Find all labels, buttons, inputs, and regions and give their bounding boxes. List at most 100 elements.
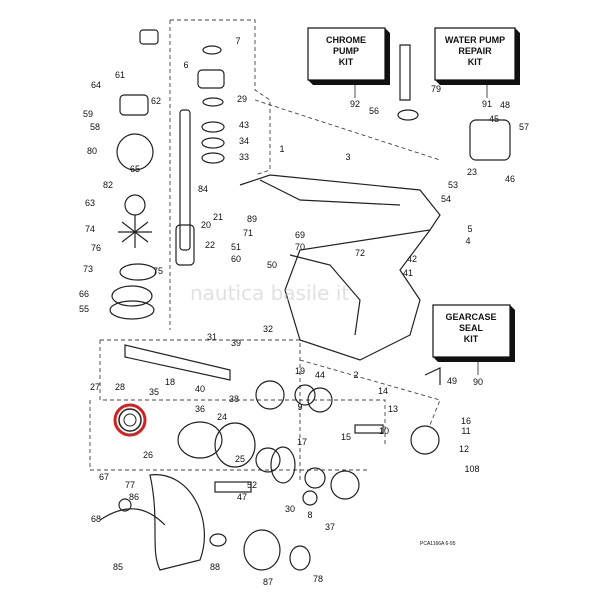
- callout-21: 21: [213, 212, 223, 222]
- callout-36: 36: [195, 404, 205, 414]
- callout-2: 2: [353, 370, 358, 380]
- callout-75: 75: [153, 266, 163, 276]
- watermark-text: nautica basile it: [190, 281, 349, 305]
- callout-62: 62: [151, 96, 161, 106]
- chrome-pump-kit-box[interactable]: CHROME PUMP KIT: [307, 27, 390, 85]
- callout-45: 45: [489, 114, 499, 124]
- callout-84: 84: [198, 184, 208, 194]
- water-pump-line3: KIT: [468, 57, 483, 67]
- bearing-carrier[interactable]: [177, 421, 296, 484]
- gearcase-seal-line2: SEAL: [459, 323, 484, 333]
- callout-49: 49: [447, 376, 457, 386]
- prop-shaft-assembly[interactable]: [124, 344, 333, 413]
- callout-16: 16: [461, 416, 471, 426]
- callout-87: 87: [263, 577, 273, 587]
- callout-13: 13: [388, 404, 398, 414]
- chrome-pump-line1: CHROME: [326, 35, 366, 45]
- callout-63: 63: [85, 198, 95, 208]
- callout-108: 108: [464, 464, 479, 474]
- water-pump-stack[interactable]: [109, 94, 157, 320]
- callout-67: 67: [99, 472, 109, 482]
- callout-46: 46: [505, 174, 515, 184]
- chrome-pump-kit-number: 92: [350, 99, 360, 109]
- gearcase-seal-line3: KIT: [464, 334, 479, 344]
- callout-73: 73: [83, 264, 93, 274]
- callout-59: 59: [83, 109, 93, 119]
- propeller[interactable]: [99, 474, 205, 571]
- callout-53: 53: [448, 180, 458, 190]
- callout-77: 77: [125, 480, 135, 490]
- callout-60: 60: [231, 254, 241, 264]
- callout-29: 29: [237, 94, 247, 104]
- highlighted-seal-27[interactable]: [113, 403, 147, 437]
- gearcase-housing[interactable]: [239, 174, 441, 361]
- callout-61: 61: [115, 70, 125, 80]
- gearcase-seal-kit-box[interactable]: GEARCASE SEAL KIT: [432, 304, 515, 362]
- callout-55: 55: [79, 304, 89, 314]
- callout-79: 79: [431, 84, 441, 94]
- callout-38: 38: [229, 394, 239, 404]
- top-washers[interactable]: [197, 45, 225, 164]
- callout-30: 30: [285, 504, 295, 514]
- callout-12: 12: [459, 444, 469, 454]
- water-pump-kit-box[interactable]: WATER PUMP REPAIR KIT: [434, 27, 520, 85]
- callout-76: 76: [91, 243, 101, 253]
- callout-35: 35: [149, 387, 159, 397]
- callout-22: 22: [205, 240, 215, 250]
- water-pump-line1: WATER PUMP: [445, 35, 505, 45]
- callout-82: 82: [103, 180, 113, 190]
- callout-11: 11: [461, 426, 470, 436]
- callout-86: 86: [129, 492, 139, 502]
- callout-54: 54: [441, 194, 451, 204]
- callout-17: 17: [297, 437, 307, 447]
- callout-26: 26: [143, 450, 153, 460]
- callout-31: 31: [207, 332, 217, 342]
- callout-6: 6: [183, 60, 188, 70]
- chrome-pump-line2: PUMP: [333, 46, 359, 56]
- callout-57: 57: [519, 122, 529, 132]
- callout-8: 8: [307, 510, 312, 520]
- callout-5: 5: [467, 224, 472, 234]
- wing-nut-and-small-parts[interactable]: [139, 29, 511, 493]
- water-pump-line2: REPAIR: [458, 46, 492, 56]
- callout-1: 1: [279, 144, 284, 154]
- water-pump-kit-number: 91: [482, 99, 492, 109]
- figure-id: PCA1166A 6-95: [420, 541, 456, 547]
- callout-34: 34: [239, 136, 249, 146]
- callout-47: 47: [237, 492, 247, 502]
- callout-50: 50: [267, 260, 277, 270]
- chrome-pump-line3: KIT: [339, 57, 354, 67]
- callout-7: 7: [235, 36, 240, 46]
- callout-68: 68: [91, 514, 101, 524]
- callout-43: 43: [239, 120, 249, 130]
- callout-32: 32: [263, 324, 273, 334]
- callout-64: 64: [91, 80, 101, 90]
- callout-24: 24: [217, 412, 227, 422]
- callout-44: 44: [315, 370, 325, 380]
- callout-33: 33: [239, 152, 249, 162]
- callout-51: 51: [231, 242, 241, 252]
- callout-74: 74: [85, 224, 95, 234]
- callout-52: 52: [247, 480, 257, 490]
- callout-58: 58: [90, 122, 100, 132]
- callout-42: 42: [407, 254, 417, 264]
- callout-23: 23: [467, 167, 477, 177]
- gears[interactable]: [302, 424, 440, 506]
- callout-37: 37: [325, 522, 335, 532]
- callout-3: 3: [345, 152, 350, 162]
- driveshaft[interactable]: [175, 109, 195, 266]
- callout-4: 4: [465, 236, 470, 246]
- callout-85: 85: [113, 562, 123, 572]
- callout-27: 27: [90, 382, 100, 392]
- callout-70: 70: [295, 242, 305, 252]
- callout-66: 66: [79, 289, 89, 299]
- callout-89: 89: [247, 214, 257, 224]
- propeller-hub-parts[interactable]: [209, 529, 311, 571]
- callout-39: 39: [231, 338, 241, 348]
- callout-69: 69: [295, 230, 305, 240]
- callout-72: 72: [355, 248, 365, 258]
- callout-15: 15: [341, 432, 351, 442]
- callout-56: 56: [369, 106, 379, 116]
- gearcase-seal-kit-number: 90: [473, 377, 483, 387]
